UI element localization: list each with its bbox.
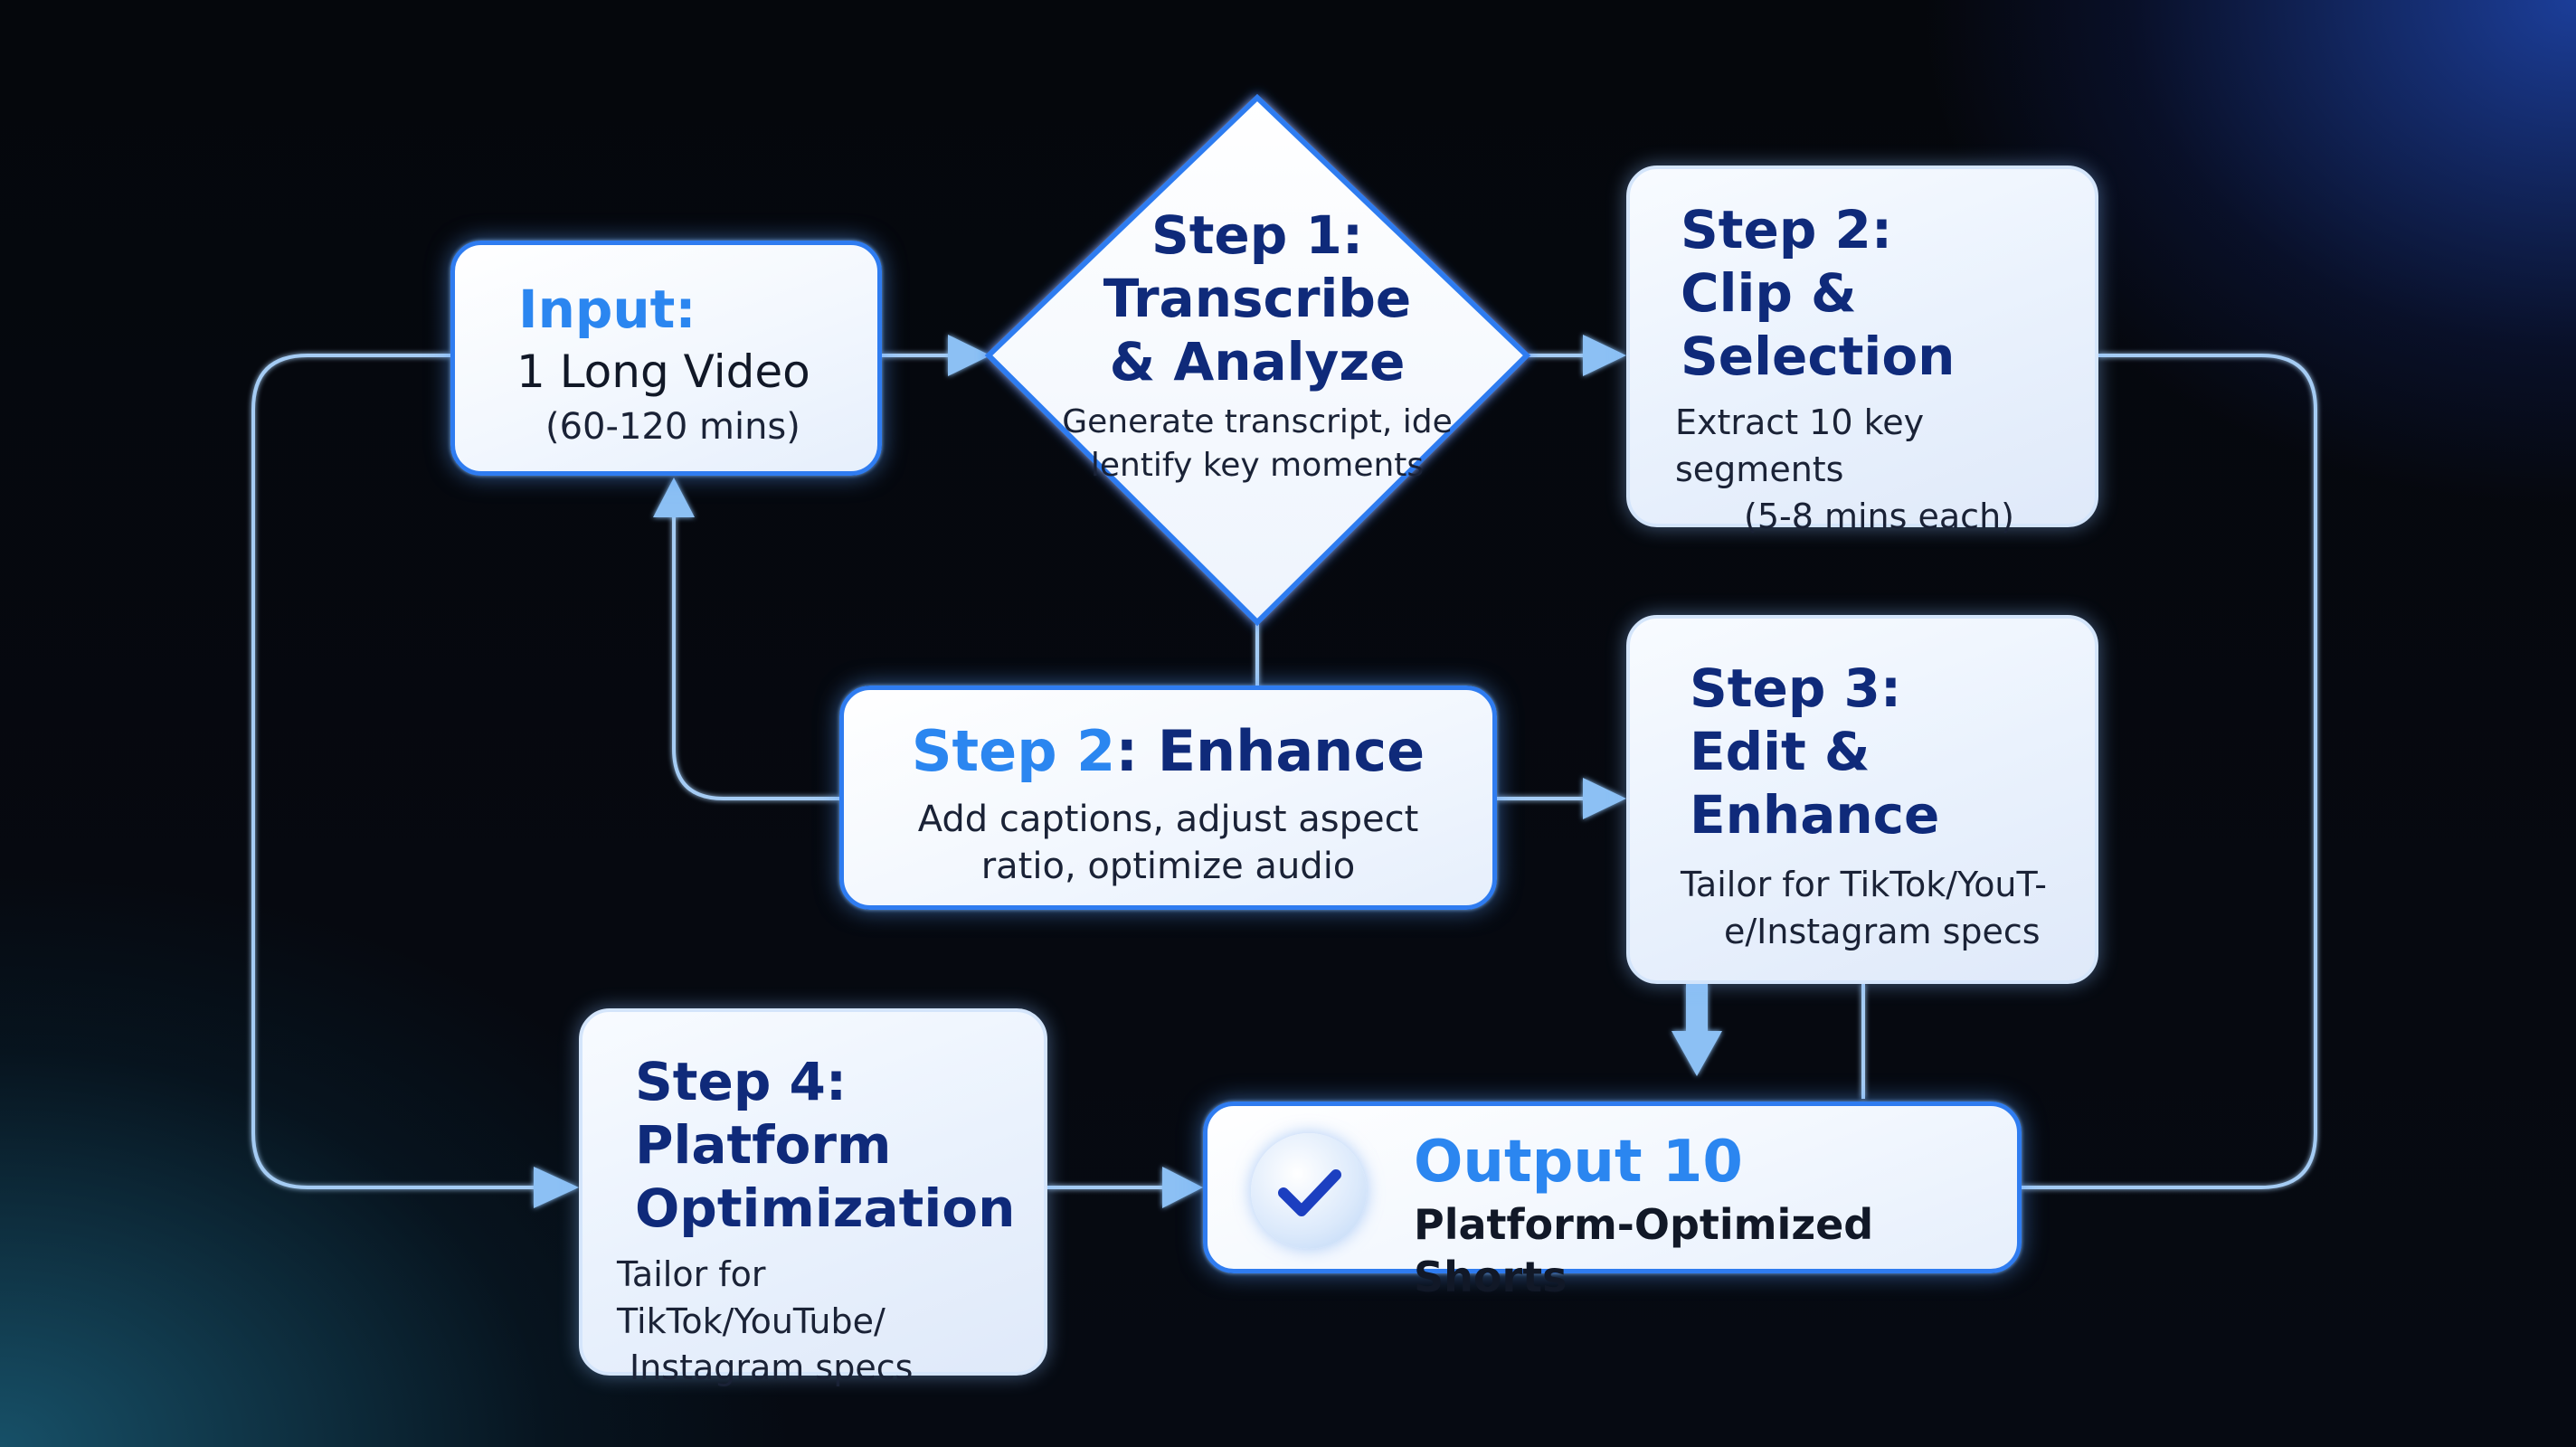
step2-enhance-card[interactable]: Step 2: Enhance Add captions, adjust asp…	[839, 686, 1497, 910]
step1-label: Step 1:	[1151, 204, 1364, 266]
input-title: Input:	[518, 279, 696, 340]
arrowhead-to-step1	[948, 335, 990, 376]
arrowhead-to-input	[653, 478, 695, 517]
step1-desc-line1: Generate transcript, ide	[1062, 403, 1453, 440]
step2-enhance-desc-line2: ratio, optimize audio	[980, 846, 1356, 887]
arrowhead-to-output	[1162, 1167, 1203, 1208]
input-card[interactable]: Input: 1 Long Video (60-120 mins)	[450, 241, 882, 476]
bold-down-arrow-shaft	[1686, 984, 1708, 1034]
step2-clip-title-line2: Selection	[1681, 326, 1956, 387]
step2-enhance-desc-line1: Add captions, adjust aspect	[917, 799, 1419, 840]
arrowhead-to-step2	[1583, 335, 1626, 376]
step3-title-line2: Enhance	[1690, 784, 1940, 846]
check-circle-icon	[1251, 1133, 1367, 1249]
step4-card[interactable]: Step 4: Platform Optimization Tailor for…	[579, 1008, 1047, 1387]
step1-node[interactable]: Step 1: Transcribe & Analyze Generate tr…	[995, 203, 1520, 487]
step2-clip-desc-line1: Extract 10 key segments	[1675, 402, 1925, 489]
step4-title-line1: Platform	[635, 1114, 892, 1176]
output-card[interactable]: Output 10 Platform-Optimized Shorts	[1203, 1102, 2022, 1301]
step3-label: Step 3:	[1690, 657, 1902, 719]
step4-title-line2: Optimization	[635, 1177, 1016, 1239]
step3-title-line1: Edit &	[1690, 721, 1870, 782]
connector-enhance-to-input	[672, 506, 839, 800]
step4-label: Step 4:	[635, 1051, 848, 1112]
connector-left-loop	[251, 354, 543, 1189]
step2-enhance-title: : Enhance	[1115, 718, 1425, 784]
step3-desc-line1: Tailor for TikTok/YouT-	[1681, 865, 2047, 904]
step2-enhance-heading: Step 2: Enhance	[844, 717, 1492, 786]
step2-clip-label: Step 2:	[1681, 199, 1893, 260]
step3-desc-line2: e/Instagram specs	[1724, 912, 2041, 951]
connector-right-loop	[2022, 354, 2317, 1189]
output-subtitle: Platform-Optimized Shorts	[1414, 1200, 1874, 1301]
bold-down-arrow-head	[1672, 1031, 1722, 1076]
input-line1: 1 Long Video	[516, 345, 810, 398]
step2-clip-desc-line2: (5-8 mins each)	[1744, 497, 2014, 536]
step2-clip-card[interactable]: Step 2: Clip & Selection Extract 10 key …	[1626, 166, 2098, 536]
step4-desc-line1: Tailor for TikTok/YouTube/	[617, 1254, 886, 1341]
step1-title-line2: & Analyze	[1109, 331, 1406, 392]
step4-desc-line2: Instagram specs	[630, 1348, 914, 1387]
output-title: Output 10	[1414, 1129, 1743, 1196]
step2-clip-title-line1: Clip &	[1681, 262, 1857, 324]
step2-enhance-label: Step 2	[911, 718, 1116, 784]
step1-desc-line2: lentify key moments	[1090, 447, 1425, 484]
step1-title-line1: Transcribe	[1103, 268, 1412, 329]
arrowhead-to-step4	[534, 1167, 579, 1208]
step3-card[interactable]: Step 3: Edit & Enhance Tailor for TikTok…	[1626, 615, 2098, 984]
input-line2: (60-120 mins)	[545, 406, 800, 448]
arrowhead-to-step3	[1583, 778, 1626, 819]
